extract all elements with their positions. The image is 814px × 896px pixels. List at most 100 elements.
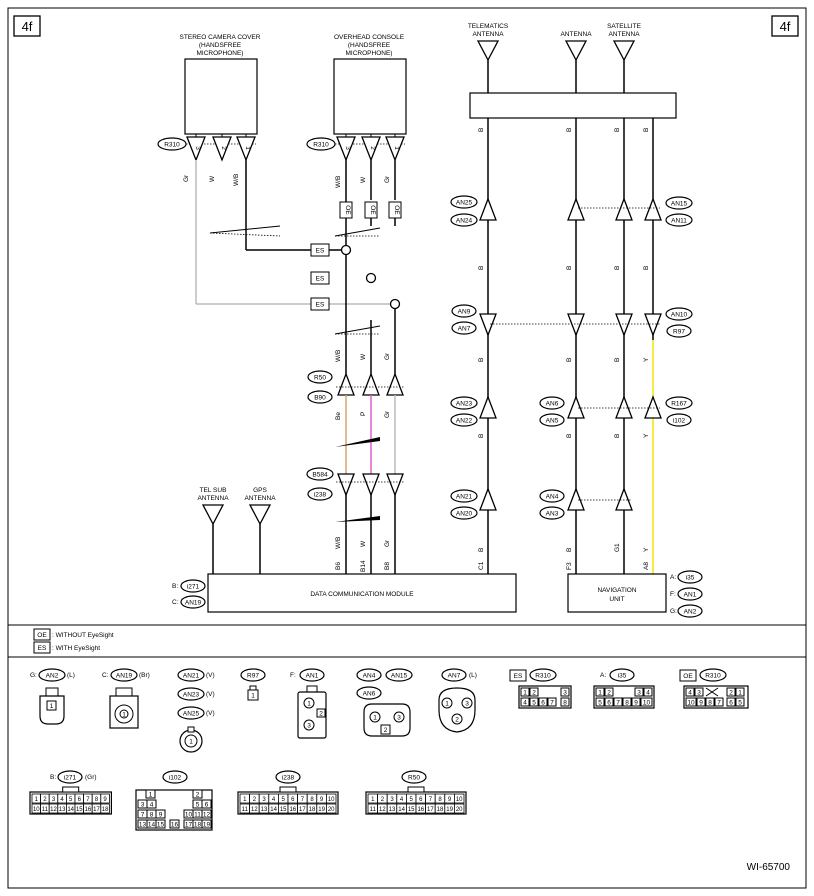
r97-label — [666, 324, 692, 338]
wire-b: B — [478, 434, 485, 438]
r167-text: R167 — [671, 401, 687, 408]
oe-face-text: OE — [683, 673, 693, 680]
antenna-label: ANTENNA — [560, 31, 592, 38]
wire-color-gr: Gr — [384, 175, 391, 183]
pin-num: 16 — [289, 807, 296, 813]
pin-num: 1 — [371, 797, 375, 803]
an4-face-text: AN4 — [363, 673, 376, 680]
pin-num: 2 — [729, 690, 733, 697]
r310-es-face: 1 2 3 4 5 6 7 8 — [518, 685, 572, 709]
pin-num: 8 — [310, 797, 314, 803]
pin-num: 19 — [318, 807, 325, 813]
suffix-l: (L) — [67, 672, 75, 679]
suffix-v: (V) — [206, 710, 215, 717]
stereo-camera-label-3: MICROPHONE) — [197, 50, 244, 57]
an6-text: AN6 — [546, 401, 559, 408]
nav-unit-label-2: UNIT — [609, 596, 624, 603]
pin-num: 2 — [253, 797, 257, 803]
an25-face-text: AN25 — [183, 711, 200, 718]
wire-b: B — [566, 128, 573, 132]
wire-b: B — [614, 266, 621, 270]
pin-num: 17 — [185, 822, 193, 829]
pin-num: 2 — [319, 711, 323, 718]
wire-b: B — [478, 548, 485, 552]
pin-num: 14 — [398, 807, 405, 813]
pin-num: 10 — [33, 807, 40, 813]
pin-num: 3 — [465, 701, 469, 708]
pin-cell — [100, 793, 110, 804]
pin-num: 11 — [194, 812, 201, 819]
an1-face-label — [299, 668, 325, 682]
pin-num: 1 — [445, 701, 449, 708]
wire-b: B — [566, 434, 573, 438]
pin-b14: B14 — [360, 560, 367, 572]
an20-pin — [479, 487, 497, 511]
r310-face-text: R310 — [535, 673, 551, 680]
wire-b: B — [643, 128, 650, 132]
pin-num: 9 — [103, 797, 107, 803]
pin-num: 1 — [244, 146, 251, 150]
pin-num: 7 — [86, 797, 90, 803]
an21-face: 1 — [179, 726, 203, 753]
pin-num: 1 — [523, 690, 527, 697]
telematics-label-1: TELEMATICS — [468, 23, 509, 30]
wire-color-gr: Gr — [183, 174, 190, 182]
an2-face-text: AN2 — [46, 673, 59, 680]
an15-face-text: AN15 — [391, 673, 408, 680]
pin-num: 8 — [95, 797, 99, 803]
wire-color-w: W — [209, 175, 216, 182]
pin-num: 16 — [417, 807, 424, 813]
gps-label-1: GPS — [253, 487, 267, 494]
r310-face-text: R310 — [705, 673, 721, 680]
pin-num: 6 — [291, 797, 295, 803]
b584-text: B584 — [312, 472, 328, 479]
tel-sub-label-1: TEL SUB — [200, 487, 227, 494]
i102-face: 1 2 3 4 5 6 7 8 9 10 11 12 13 14 15 16 1… — [135, 789, 213, 831]
pin-num: 9 — [159, 812, 163, 819]
wire-b: B — [643, 266, 650, 270]
es-face-text: ES — [514, 673, 523, 680]
pin-num: 10 — [687, 700, 695, 707]
pin-num: 1 — [35, 797, 39, 803]
an4-text: AN4 — [546, 494, 559, 501]
r50-text: R50 — [314, 375, 326, 382]
an25-label — [450, 195, 478, 209]
pin-num: 9 — [448, 797, 452, 803]
oe-legend-text: OE — [37, 632, 47, 639]
pin-num: 10 — [328, 797, 335, 803]
pin-num: 7 — [429, 797, 433, 803]
an6-face-label — [356, 686, 382, 700]
i271-label — [180, 579, 206, 593]
pin-num: 4 — [523, 700, 527, 707]
an15-face-label — [385, 668, 413, 682]
wire-b: B — [478, 358, 485, 362]
pin-num: 18 — [102, 807, 109, 813]
oe-legend-tag — [33, 628, 51, 641]
pin-num: 18 — [194, 822, 202, 829]
an1-face-text: AN1 — [306, 673, 319, 680]
an21-face-text: AN21 — [183, 673, 200, 680]
pin-num: 18 — [309, 807, 316, 813]
pin-a8: A8 — [643, 562, 650, 570]
pin-cell — [453, 793, 465, 804]
an2-label — [677, 604, 703, 618]
prefix-c: C: — [172, 599, 179, 606]
pin-num: 2 — [455, 717, 459, 724]
wire-y: Y — [643, 357, 650, 362]
an19-label — [180, 595, 206, 609]
pin-num: 1 — [307, 701, 311, 708]
pin-num: 9 — [320, 797, 324, 803]
an19-face-text: AN19 — [116, 673, 133, 680]
pin-num: 5 — [532, 700, 536, 707]
an10-text: AN10 — [671, 312, 688, 319]
r50-pin — [386, 372, 404, 396]
pin-num: 3 — [344, 146, 351, 150]
prefix-g: G: — [670, 608, 677, 615]
an7-pin — [479, 313, 497, 337]
an3-label — [539, 506, 565, 520]
pin-num: 15 — [76, 807, 83, 813]
pin-num: 7 — [301, 797, 305, 803]
an7-pin — [615, 313, 633, 337]
an7-face-label — [441, 668, 467, 682]
